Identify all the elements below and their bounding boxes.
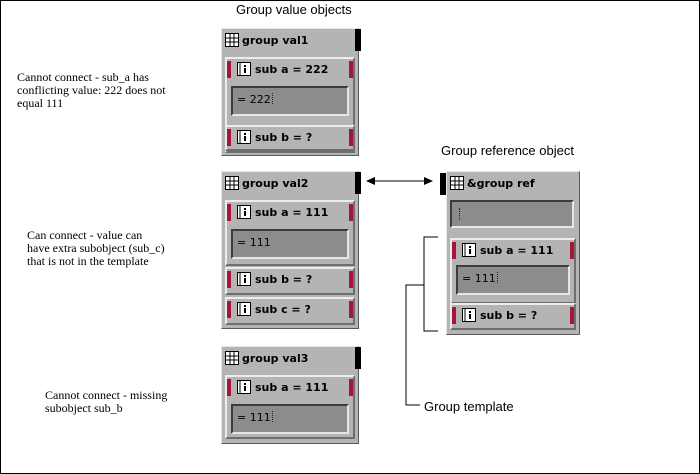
group-val1-header[interactable]: group val1 xyxy=(222,29,358,53)
port-right[interactable] xyxy=(349,271,353,288)
group-val1-object[interactable]: group val1 sub a = 222 = 222 sub b = ? xyxy=(221,28,359,156)
sub-b-label: sub b = ? xyxy=(255,131,313,144)
grid-icon xyxy=(225,351,239,370)
note-line: Can connect - value can xyxy=(27,228,143,242)
sub-a-value-field[interactable]: = 222 xyxy=(231,86,349,116)
value-number: = 111 xyxy=(237,411,271,424)
port-left[interactable] xyxy=(227,129,231,146)
sub-a-ref[interactable]: sub a = 111 = 111 xyxy=(450,238,576,304)
note-line: Cannot connect - missing xyxy=(45,388,168,402)
note-line: that is not in the template xyxy=(27,254,149,268)
group-ref-value-field[interactable] xyxy=(450,200,574,228)
sub-a-label: sub a = 111 xyxy=(480,244,554,257)
value-text: = 111 xyxy=(237,411,274,424)
info-icon xyxy=(237,62,251,81)
port-right[interactable] xyxy=(349,129,353,146)
sub-a-value-field[interactable]: = 111 xyxy=(456,265,570,295)
double-arrow-icon xyxy=(366,177,433,185)
port-right[interactable] xyxy=(349,301,353,318)
info-icon xyxy=(237,205,251,224)
note-line: Cannot connect - sub_a has xyxy=(17,70,149,84)
group-val1-title: group val1 xyxy=(242,34,309,47)
note-val1: Cannot connect - sub_a has conflicting v… xyxy=(17,71,166,110)
text-cursor xyxy=(496,272,499,283)
note-val2: Can connect - value can have extra subob… xyxy=(27,229,165,268)
sub-a-val3[interactable]: sub a = 111 = 111 xyxy=(225,375,355,439)
sub-c-label: sub c = ? xyxy=(255,303,311,316)
group-val1-bar xyxy=(355,29,361,51)
note-line: equal 111 xyxy=(17,96,64,110)
value-objects-title: Group value objects xyxy=(236,2,352,17)
port-left[interactable] xyxy=(452,307,456,324)
sub-b-ref[interactable]: sub b = ? xyxy=(450,303,576,330)
grid-icon xyxy=(450,176,464,195)
group-val2-header[interactable]: group val2 xyxy=(222,172,358,196)
note-line: have extra subobject (sub_c) xyxy=(27,241,165,255)
grid-icon xyxy=(225,176,239,195)
port-left[interactable] xyxy=(227,301,231,318)
group-template-label: Group template xyxy=(424,399,514,414)
note-line: conflicting value: 222 does not xyxy=(17,83,166,97)
port-left[interactable] xyxy=(227,271,231,288)
text-cursor xyxy=(271,93,274,104)
sub-a-value-field[interactable]: = 111 xyxy=(231,229,349,259)
sub-b-val2[interactable]: sub b = ? xyxy=(225,267,355,295)
sub-a-label: sub a = 222 xyxy=(255,63,329,76)
group-val2-object[interactable]: group val2 sub a = 111 = 111 sub b = ? s… xyxy=(221,171,359,329)
info-icon xyxy=(237,302,251,321)
info-icon xyxy=(237,380,251,399)
sub-a-label: sub a = 111 xyxy=(255,381,329,394)
sub-a-label: sub a = 111 xyxy=(255,206,329,219)
group-val3-title: group val3 xyxy=(242,352,309,365)
info-icon xyxy=(462,243,476,262)
group-val3-object[interactable]: group val3 sub a = 111 = 111 xyxy=(221,346,359,444)
sub-c-val2[interactable]: sub c = ? xyxy=(225,297,355,325)
sub-a-val2[interactable]: sub a = 111 = 111 xyxy=(225,200,355,266)
info-icon xyxy=(237,130,251,149)
sub-a-value-field[interactable]: = 111 xyxy=(231,404,349,434)
group-val3-header[interactable]: group val3 xyxy=(222,347,358,371)
port-right[interactable] xyxy=(349,379,353,396)
group-ref-object[interactable]: &group ref sub a = 111 = 111 sub b = ? xyxy=(446,171,580,335)
group-val3-bar xyxy=(355,347,361,369)
sub-b-val1[interactable]: sub b = ? xyxy=(225,125,355,151)
port-left[interactable] xyxy=(227,61,231,78)
reference-object-title: Group reference object xyxy=(441,143,574,158)
port-left[interactable] xyxy=(227,379,231,396)
info-icon xyxy=(237,272,251,291)
text-cursor xyxy=(459,208,461,220)
group-ref-title: &group ref xyxy=(467,177,535,190)
info-icon xyxy=(462,308,476,327)
port-right[interactable] xyxy=(349,204,353,221)
value-number: = 222 xyxy=(237,93,271,106)
group-val2-bar xyxy=(355,172,361,194)
text-cursor xyxy=(271,411,274,422)
template-bracket xyxy=(405,236,438,406)
value-text: = 222 xyxy=(237,93,274,106)
port-right[interactable] xyxy=(570,307,574,324)
sub-b-label: sub b = ? xyxy=(480,309,538,322)
value-number: = 111 xyxy=(462,272,496,285)
group-val2-title: group val2 xyxy=(242,177,309,190)
port-left[interactable] xyxy=(227,204,231,221)
sub-b-label: sub b = ? xyxy=(255,273,313,286)
port-right[interactable] xyxy=(349,61,353,78)
value-text: = 111 xyxy=(462,272,499,285)
grid-icon xyxy=(225,33,239,52)
value-text: = 111 xyxy=(237,236,271,249)
note-val3: Cannot connect - missing subobject sub_b xyxy=(45,389,167,415)
port-right[interactable] xyxy=(570,242,574,259)
group-ref-header[interactable]: &group ref xyxy=(447,172,579,196)
group-ref-bar xyxy=(440,173,446,195)
port-left[interactable] xyxy=(452,242,456,259)
note-line: subobject sub_b xyxy=(45,401,123,415)
